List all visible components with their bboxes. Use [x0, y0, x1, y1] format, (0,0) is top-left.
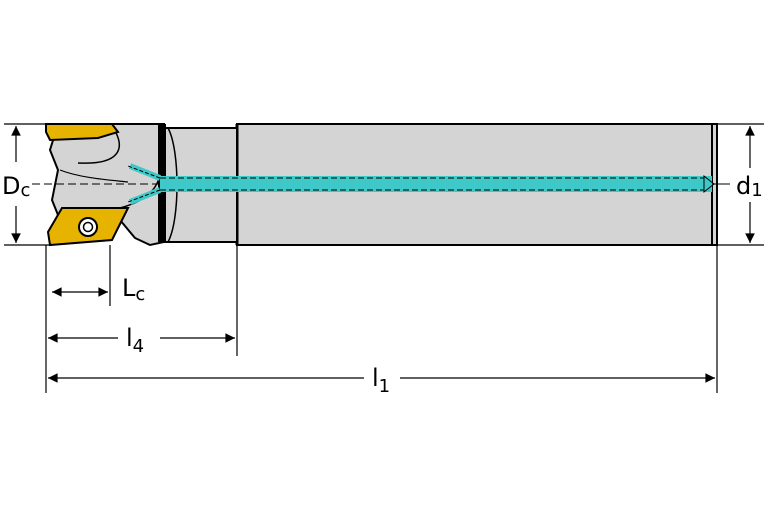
coolant-tip [703, 174, 715, 194]
label-d1: d1 [736, 172, 763, 201]
coolant-branch-lower [128, 187, 162, 205]
label-l4: l4 [126, 324, 144, 357]
coolant-channel [160, 176, 712, 192]
flute-mid [59, 169, 129, 183]
label-l1: l1 [372, 364, 390, 397]
label-lc: Lc [122, 274, 145, 305]
insert-screw-inner [82, 221, 94, 233]
coolant-branch-upper [128, 163, 162, 181]
insert-top [45, 123, 120, 142]
label-dc: Dc [2, 172, 30, 201]
